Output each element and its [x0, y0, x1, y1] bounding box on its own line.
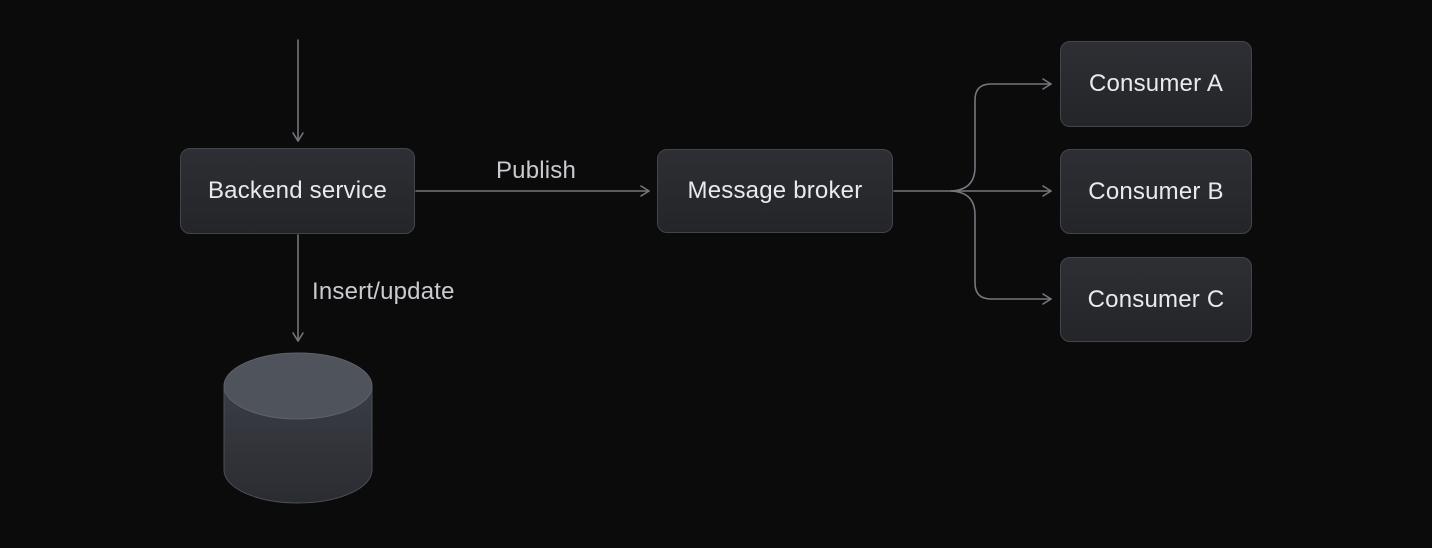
- edge-label-publish: Publish: [495, 157, 577, 184]
- edge-broker-to-consumer-c: [950, 190, 1052, 305]
- node-consumer-a-label: Consumer A: [1088, 70, 1224, 97]
- node-consumer-b: Consumer B: [1060, 149, 1252, 234]
- edge-label-insert-update: Insert/update: [312, 278, 455, 305]
- node-backend-service-label: Backend service: [207, 177, 388, 204]
- edge-broker-to-consumer-a: [950, 78, 1052, 192]
- node-message-broker-label: Message broker: [687, 177, 863, 204]
- database-cylinder-icon: [223, 352, 373, 504]
- node-consumer-b-label: Consumer B: [1088, 177, 1224, 205]
- node-consumer-a: Consumer A: [1060, 41, 1252, 127]
- node-message-broker: Message broker: [657, 149, 893, 233]
- node-consumer-c: Consumer C: [1060, 257, 1252, 342]
- node-backend-service: Backend service: [180, 148, 415, 234]
- node-consumer-c-label: Consumer C: [1087, 285, 1225, 313]
